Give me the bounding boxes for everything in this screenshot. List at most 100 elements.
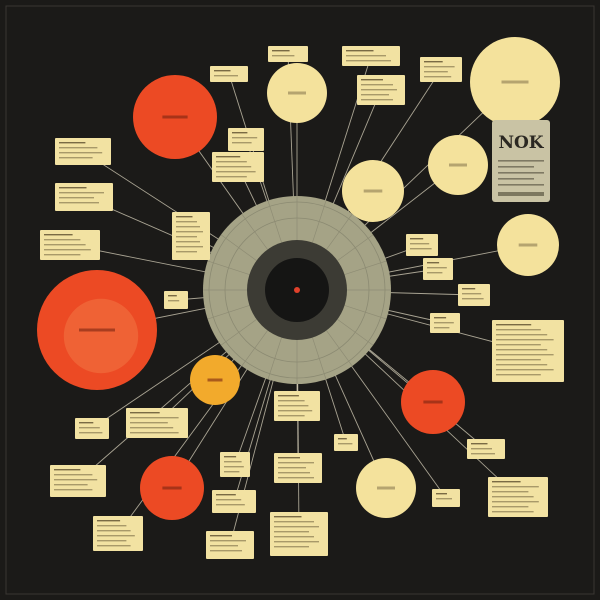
hub-center-dot	[294, 287, 300, 293]
label-note-scribble	[278, 462, 314, 464]
label-note-scribble	[79, 422, 94, 424]
label-note-scribble	[410, 248, 432, 250]
label-note-scribble	[216, 161, 247, 163]
label-note-scribble	[176, 216, 193, 218]
label-note-scribble	[361, 84, 393, 86]
label-note-scribble	[424, 61, 443, 63]
hub-ring-divider	[241, 213, 268, 250]
label-note-scribble	[410, 243, 430, 245]
label-note-note-02	[55, 183, 113, 211]
label-note-scribble	[278, 410, 313, 412]
label-note-scribble	[496, 359, 541, 361]
label-note-paper	[492, 320, 564, 382]
label-note-scribble	[278, 467, 306, 469]
label-note-scribble	[346, 55, 386, 57]
label-note-scribble	[492, 496, 534, 498]
node-circle-label-mark	[377, 486, 395, 490]
label-note-paper	[458, 284, 490, 306]
hub-ring-divider	[220, 319, 257, 346]
label-note-scribble	[59, 152, 103, 154]
label-note-scribble	[97, 520, 121, 522]
label-note-scribble	[216, 494, 236, 496]
label-note-scribble	[492, 486, 539, 488]
label-note-scribble	[97, 540, 127, 542]
label-note-scribble	[272, 50, 290, 52]
label-note-scribble	[278, 405, 309, 407]
label-note-scribble	[216, 176, 247, 178]
label-note-scribble	[278, 415, 305, 417]
label-note-paper	[406, 234, 438, 256]
label-note-scribble	[97, 525, 127, 527]
label-note-scribble	[130, 412, 160, 414]
label-note-scribble	[436, 493, 447, 495]
label-note-scribble	[496, 354, 554, 356]
hub-ring-divider	[267, 337, 282, 380]
label-note-note-26	[334, 434, 358, 451]
label-note-paper	[93, 516, 143, 551]
label-note-scribble	[492, 491, 529, 493]
title-card: NOK	[492, 120, 550, 202]
hub-ring-divider	[207, 260, 250, 275]
label-note-scribble	[176, 241, 200, 243]
label-note-scribble	[496, 344, 541, 346]
label-note-scribble	[59, 192, 104, 194]
node-circle-inner-ring	[63, 298, 139, 374]
label-note-scribble	[338, 443, 353, 445]
label-note-scribble	[130, 417, 179, 419]
label-note-note-03	[40, 230, 100, 260]
label-note-paper	[210, 66, 248, 82]
label-note-scribble	[471, 443, 488, 445]
label-note-scribble	[176, 231, 203, 233]
label-note-scribble	[496, 364, 548, 366]
label-note-scribble	[496, 339, 554, 341]
label-note-note-22	[270, 512, 328, 556]
label-note-scribble	[232, 132, 248, 134]
label-note-scribble	[427, 267, 447, 269]
label-note-scribble	[130, 427, 174, 429]
hub-ring-divider	[326, 330, 353, 367]
hub-ring-divider	[312, 337, 327, 380]
label-note-note-19	[220, 452, 250, 477]
label-note-scribble	[224, 471, 240, 473]
label-note-scribble	[97, 545, 131, 547]
label-note-paper	[212, 490, 256, 513]
label-note-paper	[423, 258, 453, 280]
label-note-note-13	[458, 284, 490, 306]
title-card-scribble	[498, 166, 534, 168]
label-note-scribble	[232, 137, 258, 139]
label-note-scribble	[278, 457, 300, 459]
hub-ring-divider	[344, 260, 387, 275]
label-note-note-09	[172, 212, 210, 260]
title-card-scribble	[498, 172, 544, 174]
node-circle-label-mark	[162, 486, 182, 490]
hub-ring-divider	[312, 200, 327, 243]
label-note-scribble	[232, 142, 252, 144]
hub-ring-divider	[337, 319, 374, 346]
label-note-scribble	[361, 89, 397, 91]
label-note-scribble	[224, 461, 242, 463]
hub-ring-divider	[267, 200, 282, 243]
label-note-paper	[334, 434, 358, 451]
label-note-paper	[75, 418, 109, 439]
label-note-scribble	[274, 516, 302, 518]
label-note-scribble	[224, 456, 237, 458]
node-circle-label-mark	[518, 243, 538, 247]
label-note-scribble	[176, 221, 197, 223]
label-note-scribble	[434, 317, 447, 319]
label-note-note-31	[342, 46, 400, 66]
label-note-scribble	[424, 66, 455, 68]
label-note-scribble	[496, 324, 532, 326]
label-note-scribble	[272, 55, 295, 57]
label-note-note-05	[228, 128, 264, 151]
title-card-heading: NOK	[498, 133, 544, 153]
label-note-scribble	[214, 75, 238, 77]
label-note-scribble	[462, 293, 482, 295]
hub-ring-divider	[220, 234, 257, 261]
hub-ring-divider	[326, 213, 353, 250]
label-note-note-21	[212, 490, 256, 513]
label-note-note-07	[357, 75, 405, 105]
label-note-scribble	[492, 511, 534, 513]
label-note-scribble	[97, 530, 131, 532]
label-note-scribble	[492, 506, 529, 508]
label-note-scribble	[59, 202, 99, 204]
